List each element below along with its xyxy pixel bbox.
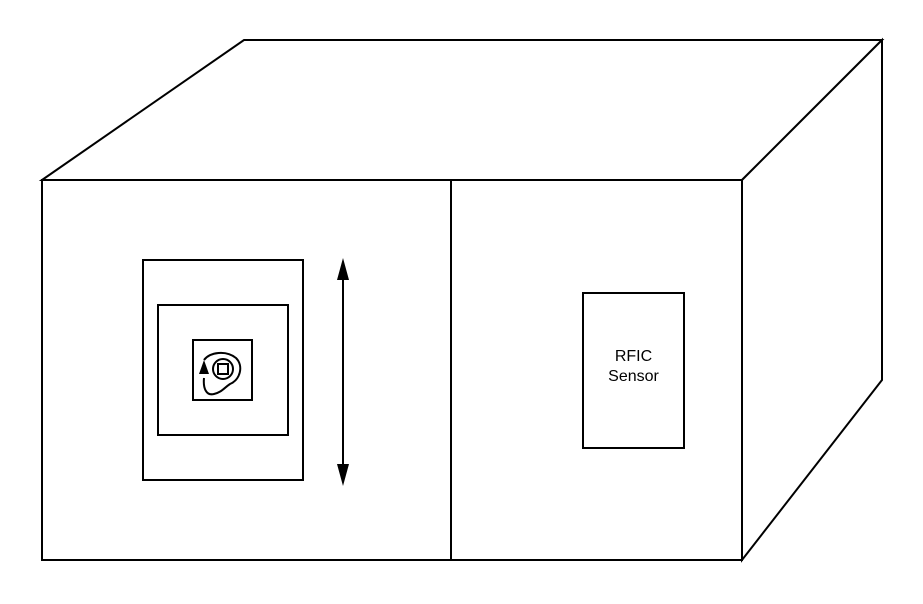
middle-square — [157, 304, 289, 436]
rfic-sensor-label: RFIC Sensor — [583, 347, 684, 387]
inner-square — [192, 339, 253, 401]
target-circle — [212, 358, 234, 380]
rfic-sensor-label-line2: Sensor — [608, 368, 659, 385]
rfic-sensor-box — [582, 292, 685, 449]
box-top-face — [38, 39, 885, 181]
rfic-sensor-label-line1: RFIC — [614, 348, 653, 365]
double-arrow-down-head — [337, 464, 349, 486]
target-square — [217, 363, 229, 375]
trajectory-arrowhead — [199, 360, 209, 374]
trajectory-curve — [202, 352, 242, 396]
double-arrow-up-head — [337, 258, 349, 280]
outer-square — [142, 259, 304, 481]
